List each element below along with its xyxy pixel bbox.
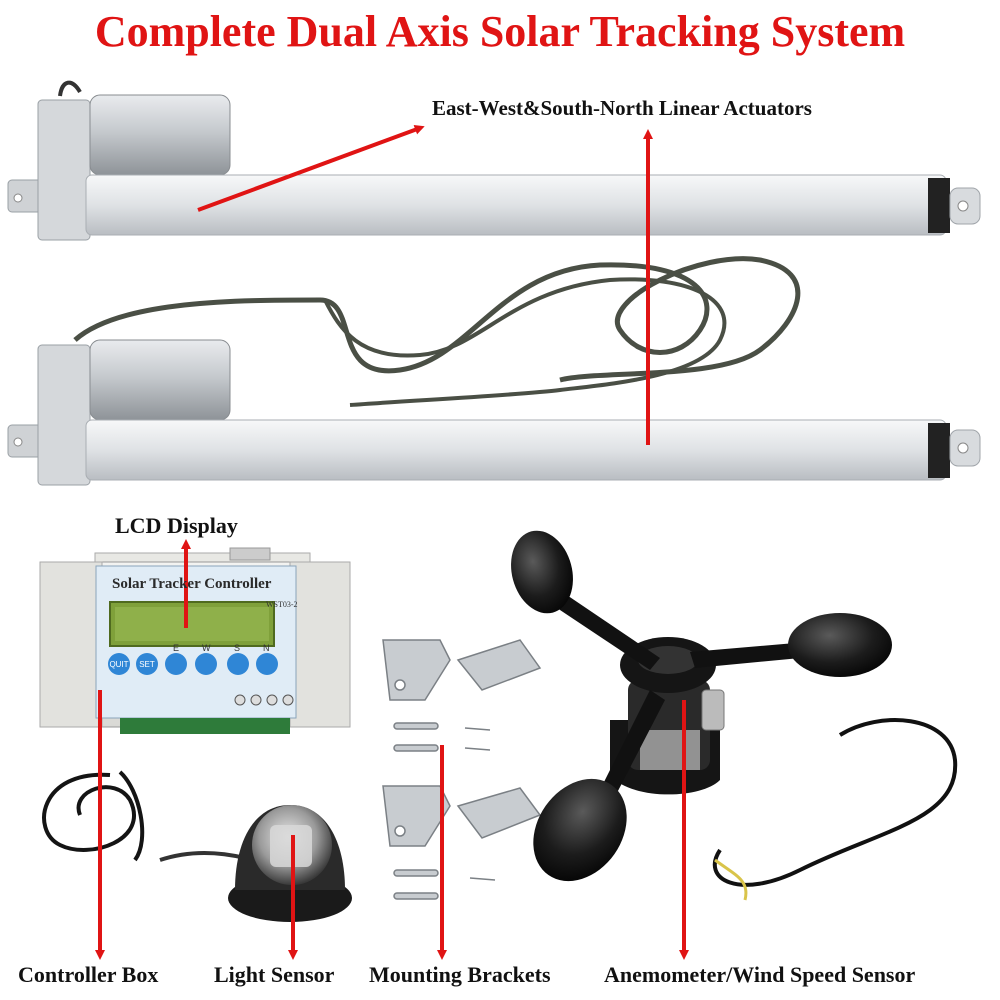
controller-buttons xyxy=(108,653,278,675)
key-label-w: W xyxy=(202,643,211,653)
indicator-leds xyxy=(234,694,294,706)
controller-model: WST03-2 xyxy=(266,600,298,609)
actuator-cable xyxy=(73,256,801,407)
annotation-arrows xyxy=(95,125,689,960)
controller-cable xyxy=(42,770,145,862)
label-lcd-display: LCD Display xyxy=(115,513,238,538)
quit-key-label: QUIT xyxy=(109,660,129,669)
label-mounting-brackets: Mounting Brackets xyxy=(369,962,551,987)
anemometer xyxy=(511,530,958,901)
linear-actuator-bottom xyxy=(7,339,981,486)
linear-actuator-top xyxy=(7,80,981,241)
key-label-s: S xyxy=(234,643,241,653)
key-label-e: E xyxy=(173,643,180,653)
arrow-actuator-top xyxy=(197,125,425,212)
set-key-label: SET xyxy=(139,660,155,669)
key-label-n: N xyxy=(263,643,270,653)
controller-panel-title: Solar Tracker Controller xyxy=(112,576,272,592)
page-title: Complete Dual Axis Solar Tracking System xyxy=(94,7,906,56)
label-anemometer: Anemometer/Wind Speed Sensor xyxy=(604,962,916,987)
mounting-brackets xyxy=(382,639,542,900)
light-sensor xyxy=(159,805,352,922)
controller-box xyxy=(39,547,351,734)
label-linear-actuators: East-West&South-North Linear Actuators xyxy=(432,96,812,120)
label-light-sensor: Light Sensor xyxy=(214,962,335,987)
label-controller-box: Controller Box xyxy=(18,962,159,987)
